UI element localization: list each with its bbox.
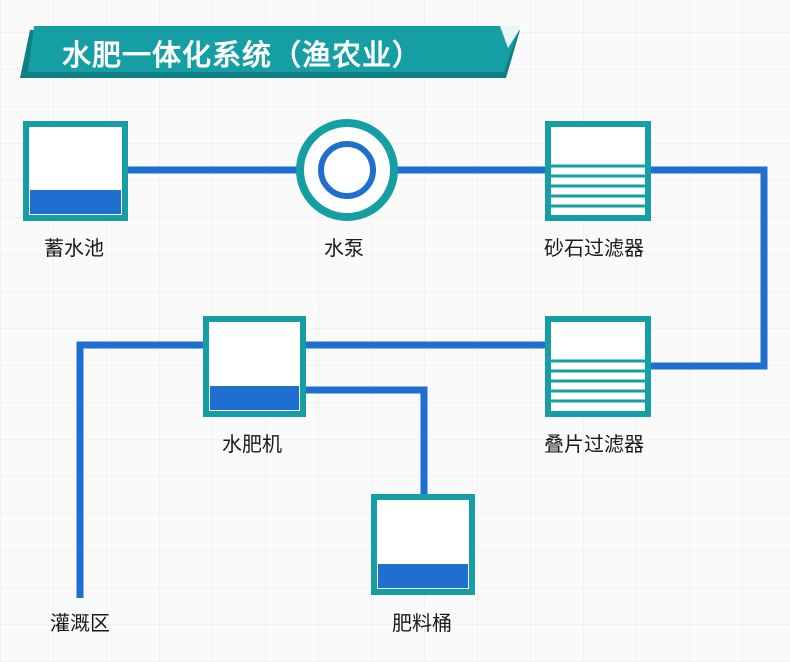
pipe-fertigation-machine-to-irrigation-area xyxy=(76,341,206,598)
fertigation-machine-tank xyxy=(203,316,306,417)
title-banner xyxy=(20,26,522,78)
pump-label: 水泵 xyxy=(324,236,364,260)
page-title: 水肥一体化系统（渔农业） xyxy=(62,38,423,72)
reservoir-water-level xyxy=(30,190,121,214)
pipe-sand-filter-to-disc-filter xyxy=(650,166,768,370)
pipes xyxy=(76,166,768,598)
pipe-fertigation-machine-to-fertilizer-bucket xyxy=(304,386,428,496)
fertigation-machine-label: 水肥机 xyxy=(222,432,282,456)
sand-filter-label: 砂石过滤器 xyxy=(544,236,644,260)
fertilizer-bucket-label: 肥料桶 xyxy=(392,611,452,635)
irrigation-area-label: 灌溉区 xyxy=(50,611,110,635)
reservoir-tank xyxy=(23,121,128,221)
fertilizer-bucket-tank xyxy=(371,494,475,595)
sand-filter-icon xyxy=(545,121,651,221)
pump-icon xyxy=(296,119,398,221)
reservoir-label: 蓄水池 xyxy=(44,236,104,260)
fertilizer-bucket-level xyxy=(378,564,468,588)
fertigation-machine-level xyxy=(210,386,299,410)
disc-filter-icon xyxy=(545,316,651,417)
disc-filter-label: 叠片过滤器 xyxy=(544,432,644,456)
